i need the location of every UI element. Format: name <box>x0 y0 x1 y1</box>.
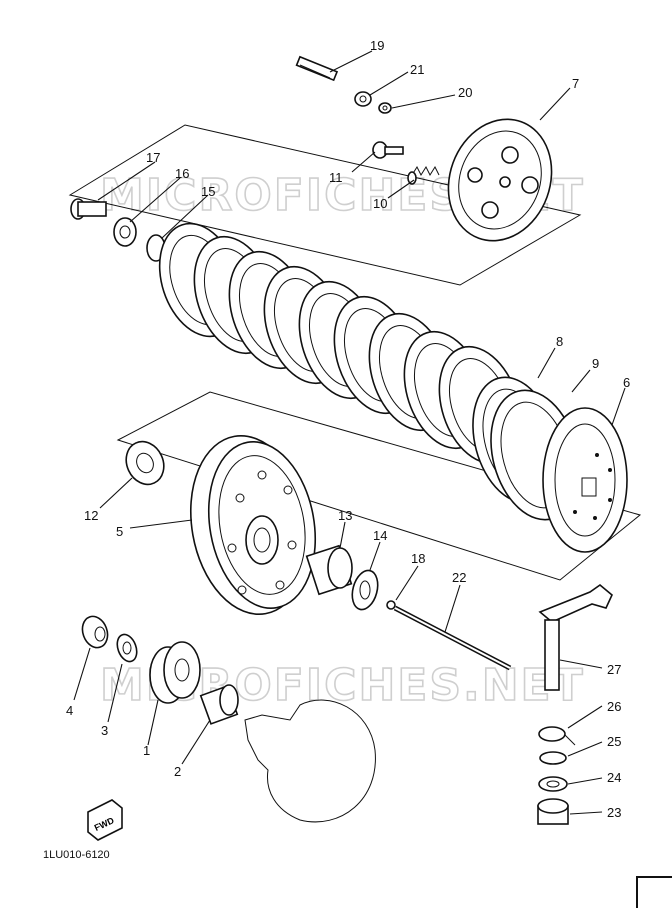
callout-17: 17 <box>146 150 160 165</box>
clutch-spring <box>407 165 440 185</box>
callout-8: 8 <box>556 334 563 349</box>
pressure-plate <box>447 118 553 242</box>
callout-13: 13 <box>338 508 352 523</box>
kick-lever-shaft <box>538 583 613 691</box>
spacer <box>305 544 353 596</box>
washer-gear <box>116 633 138 663</box>
group-frame-lower <box>116 391 642 581</box>
fwd-arrow-icon: FWD <box>87 799 123 841</box>
leader-lines <box>73 50 626 815</box>
callout-18: 18 <box>411 551 425 566</box>
callout-15: 15 <box>201 184 215 199</box>
callout-6: 6 <box>623 375 630 390</box>
callout-22: 22 <box>452 570 466 585</box>
callout-10: 10 <box>373 196 387 211</box>
steel-ball <box>386 600 396 610</box>
callout-25: 25 <box>607 734 621 749</box>
needle-bearing <box>199 684 239 725</box>
callout-27: 27 <box>607 662 621 677</box>
callout-1: 1 <box>143 743 150 758</box>
callout-3: 3 <box>101 723 108 738</box>
callout-2: 2 <box>174 764 181 779</box>
washer-small <box>378 102 392 114</box>
clutch-boss <box>542 407 628 553</box>
callout-9: 9 <box>592 356 599 371</box>
washer <box>351 569 379 611</box>
clutch-housing <box>189 434 317 616</box>
push-rod-end <box>70 198 107 220</box>
callout-26: 26 <box>607 699 621 714</box>
callout-24: 24 <box>607 770 621 785</box>
callout-7: 7 <box>572 76 579 91</box>
thrust-washer <box>125 440 165 486</box>
bearing-small <box>81 615 109 649</box>
torsion-spring <box>538 726 576 746</box>
kick-idle-gear <box>149 641 201 704</box>
callout-4: 4 <box>66 703 73 718</box>
crankshaft-end <box>244 699 376 823</box>
callout-14: 14 <box>373 528 387 543</box>
nut <box>354 91 372 107</box>
callout-20: 20 <box>458 85 472 100</box>
push-rod-short <box>295 55 339 82</box>
callout-12: 12 <box>84 508 98 523</box>
diagram-code: 1LU010-6120 <box>43 849 110 861</box>
callout-16: 16 <box>175 166 189 181</box>
clutch-plate-stack <box>158 222 522 465</box>
callout-23: 23 <box>607 805 621 820</box>
callout-5: 5 <box>116 524 123 539</box>
callout-21: 21 <box>410 62 424 77</box>
corner-mark <box>636 876 672 908</box>
bushing <box>538 776 568 792</box>
push-rod-long <box>393 605 512 671</box>
group-frame-upper <box>68 124 582 286</box>
callout-11: 11 <box>329 170 343 185</box>
bearing <box>113 217 137 247</box>
bolt <box>372 141 404 159</box>
collar <box>537 798 569 825</box>
callout-19: 19 <box>370 38 384 53</box>
washer-kick <box>539 751 567 765</box>
